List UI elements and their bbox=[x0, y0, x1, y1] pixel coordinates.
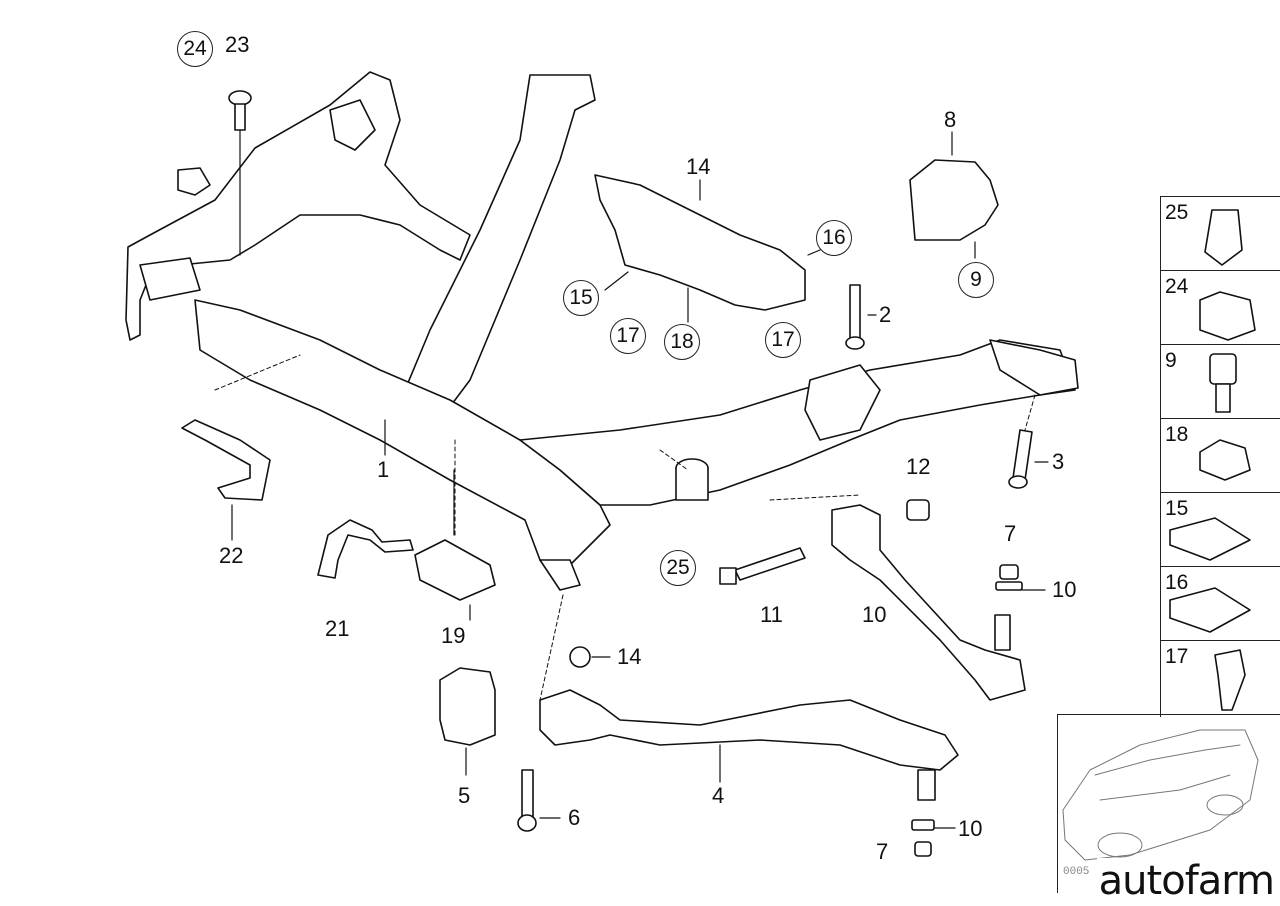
bolt-3 bbox=[1008, 429, 1033, 489]
circled-callout-9: 9 bbox=[958, 262, 994, 298]
vehicle-locator-inset bbox=[1057, 714, 1280, 893]
pad-19 bbox=[414, 539, 496, 601]
callout-10-lower: 10 bbox=[958, 816, 983, 841]
callout-22: 22 bbox=[219, 543, 244, 568]
callout-14: 14 bbox=[686, 154, 711, 179]
leader-lines bbox=[231, 129, 1049, 829]
car-silhouette bbox=[1062, 729, 1259, 861]
callout-21: 21 bbox=[325, 616, 350, 641]
bolt-12 bbox=[719, 547, 806, 585]
control-arm-11 bbox=[831, 504, 1026, 701]
bushing-5 bbox=[439, 667, 496, 746]
callout-23: 23 bbox=[225, 32, 250, 57]
catalog-number: 0005 bbox=[1063, 866, 1090, 878]
callout-3: 3 bbox=[1052, 449, 1065, 474]
callout-19: 19 bbox=[441, 623, 466, 648]
callout-5: 5 bbox=[458, 783, 471, 808]
callout-20: 14 bbox=[617, 644, 642, 669]
bracket-14 bbox=[594, 174, 806, 311]
legend-row: 18 bbox=[1161, 419, 1280, 493]
legend-number: 15 bbox=[1165, 497, 1189, 520]
subframe-diagonal-member bbox=[404, 74, 596, 421]
clamp-21 bbox=[317, 519, 414, 579]
legend-row: 9 bbox=[1161, 345, 1280, 419]
legend-number: 16 bbox=[1165, 571, 1189, 594]
legend-row: 15 bbox=[1161, 493, 1280, 567]
callout-12: 11 bbox=[760, 602, 783, 627]
legend-number: 17 bbox=[1165, 645, 1189, 668]
circled-callout-24: 24 bbox=[177, 31, 213, 67]
bracket-22 bbox=[181, 419, 271, 501]
circled-callout-15: 15 bbox=[563, 280, 599, 316]
control-arm-4 bbox=[539, 689, 959, 801]
mount-8 bbox=[909, 159, 999, 241]
callout-6: 6 bbox=[568, 805, 581, 830]
legend-number: 25 bbox=[1165, 201, 1189, 224]
legend-row: 24 bbox=[1161, 271, 1280, 345]
legend-part-icons bbox=[1169, 209, 1256, 711]
callout-4: 4 bbox=[712, 783, 725, 808]
subframe-right-arm bbox=[519, 339, 1079, 506]
legend-number: 18 bbox=[1165, 423, 1189, 446]
callout-7-upper: 7 bbox=[1004, 521, 1017, 546]
washer-7-10-bottom bbox=[911, 819, 935, 857]
assembly-dashes bbox=[214, 354, 1036, 701]
bolt-2 bbox=[845, 284, 865, 350]
legend-number: 24 bbox=[1165, 275, 1189, 298]
bolt-6 bbox=[517, 769, 537, 832]
circled-callout-25: 25 bbox=[660, 550, 696, 586]
bolt-23 bbox=[228, 90, 252, 131]
circled-callout-18: 18 bbox=[664, 324, 700, 360]
callout-7-lower: 7 bbox=[876, 839, 889, 864]
legend-row: 16 bbox=[1161, 567, 1280, 641]
nut-20 bbox=[569, 646, 591, 668]
subframe-front-beam bbox=[194, 299, 611, 591]
circled-callout-16: 16 bbox=[816, 220, 852, 256]
nut-13 bbox=[906, 499, 930, 521]
circled-callout-17-left: 17 bbox=[610, 318, 646, 354]
callout-11: 10 bbox=[862, 602, 887, 627]
callout-8: 8 bbox=[944, 107, 957, 132]
legend-row: 25 bbox=[1161, 197, 1280, 271]
callout-1: 1 bbox=[377, 457, 390, 482]
circled-callout-17-right: 17 bbox=[765, 322, 801, 358]
watermark: autofarm bbox=[1096, 858, 1276, 904]
legend-number: 9 bbox=[1165, 349, 1177, 372]
legend-row: 17 bbox=[1161, 641, 1280, 714]
callout-13: 12 bbox=[906, 454, 931, 479]
washer-7-10-top bbox=[995, 564, 1023, 591]
subframe-bushing bbox=[675, 458, 709, 501]
subframe-cross-member bbox=[125, 71, 471, 341]
callout-2: 2 bbox=[879, 302, 892, 327]
hardware-legend: 25 24 9 18 15 16 17 bbox=[1160, 196, 1280, 717]
callout-10-upper: 10 bbox=[1052, 577, 1077, 602]
